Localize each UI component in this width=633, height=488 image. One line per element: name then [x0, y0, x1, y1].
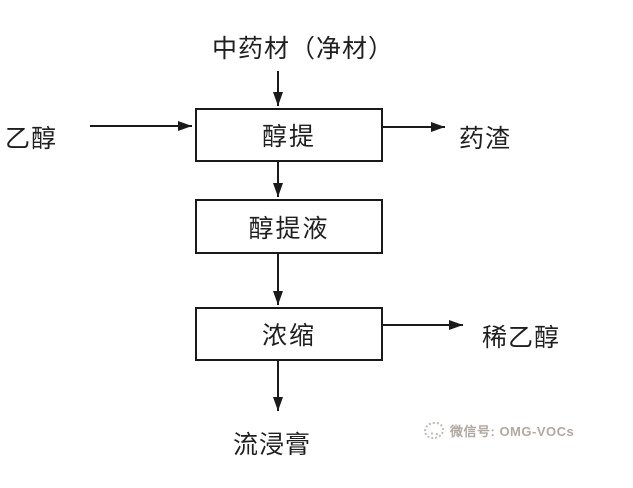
solvent-label: 乙醇 — [5, 125, 58, 153]
watermark-text: 微信号: OMG-VOCs — [450, 424, 575, 439]
node-extraction-label: 醇提 — [261, 123, 316, 151]
product-label: 流浸膏 — [233, 431, 312, 459]
node-extract-liquid-box: 醇提液 — [195, 199, 383, 254]
dilute-ethanol-label: 稀乙醇 — [482, 324, 561, 352]
watermark: 微信号: OMG-VOCs — [422, 420, 575, 441]
residue-label: 药渣 — [459, 125, 512, 153]
node-extraction-box: 醇提 — [195, 108, 383, 162]
source-label: 中药材（净材） — [212, 35, 395, 63]
node-concentration-label: 浓缩 — [261, 322, 316, 350]
node-extract-liquid-label: 醇提液 — [248, 214, 330, 243]
node-concentration-box: 浓缩 — [195, 307, 383, 361]
wechat-logo-icon — [422, 420, 446, 441]
